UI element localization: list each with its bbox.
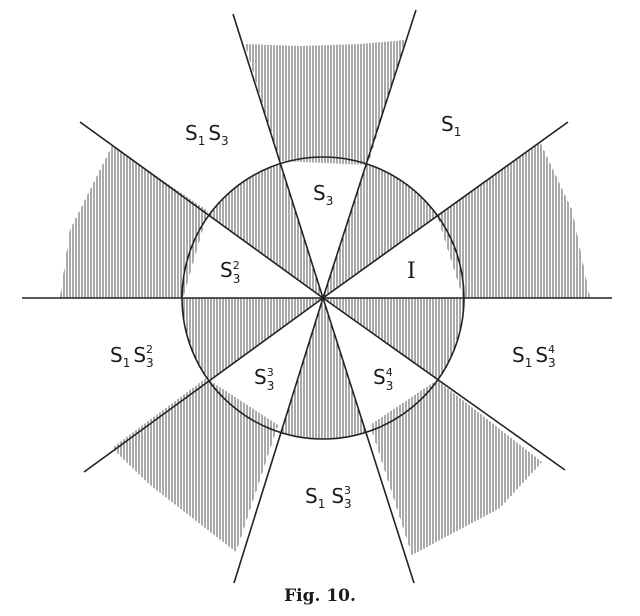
radial-line-up_r	[322, 9, 417, 299]
inner-hatch-upper-left	[182, 157, 323, 298]
hatch-right-lower	[370, 380, 542, 555]
label-s1-outer: S1	[441, 112, 461, 139]
radial-line-dl	[83, 297, 324, 473]
label-s3-inner: S3	[313, 181, 333, 208]
inner-hatched-sectors	[182, 157, 464, 439]
hatch-left-upper	[60, 146, 208, 298]
inner-hatch-upper-right	[323, 157, 464, 298]
radial-line-dn_l	[233, 297, 324, 584]
inner-hatch-lower-right	[323, 298, 464, 439]
inner-hatch-lower-left	[182, 298, 323, 439]
radial-line-ul	[79, 121, 324, 299]
hatch-left-lower	[112, 378, 278, 552]
radial-line-up_l	[232, 13, 324, 299]
figure-caption: Fig. 10.	[284, 586, 356, 606]
hatch-right-upper	[437, 142, 590, 298]
radial-line-dr	[322, 297, 566, 471]
outer-hatched-regions	[60, 40, 590, 555]
label-identity: I	[407, 259, 416, 284]
hatch-top-wedge	[245, 40, 405, 165]
radial-lines	[79, 9, 569, 584]
radial-line-dn_r	[322, 297, 415, 584]
radial-line-ur	[322, 121, 569, 299]
